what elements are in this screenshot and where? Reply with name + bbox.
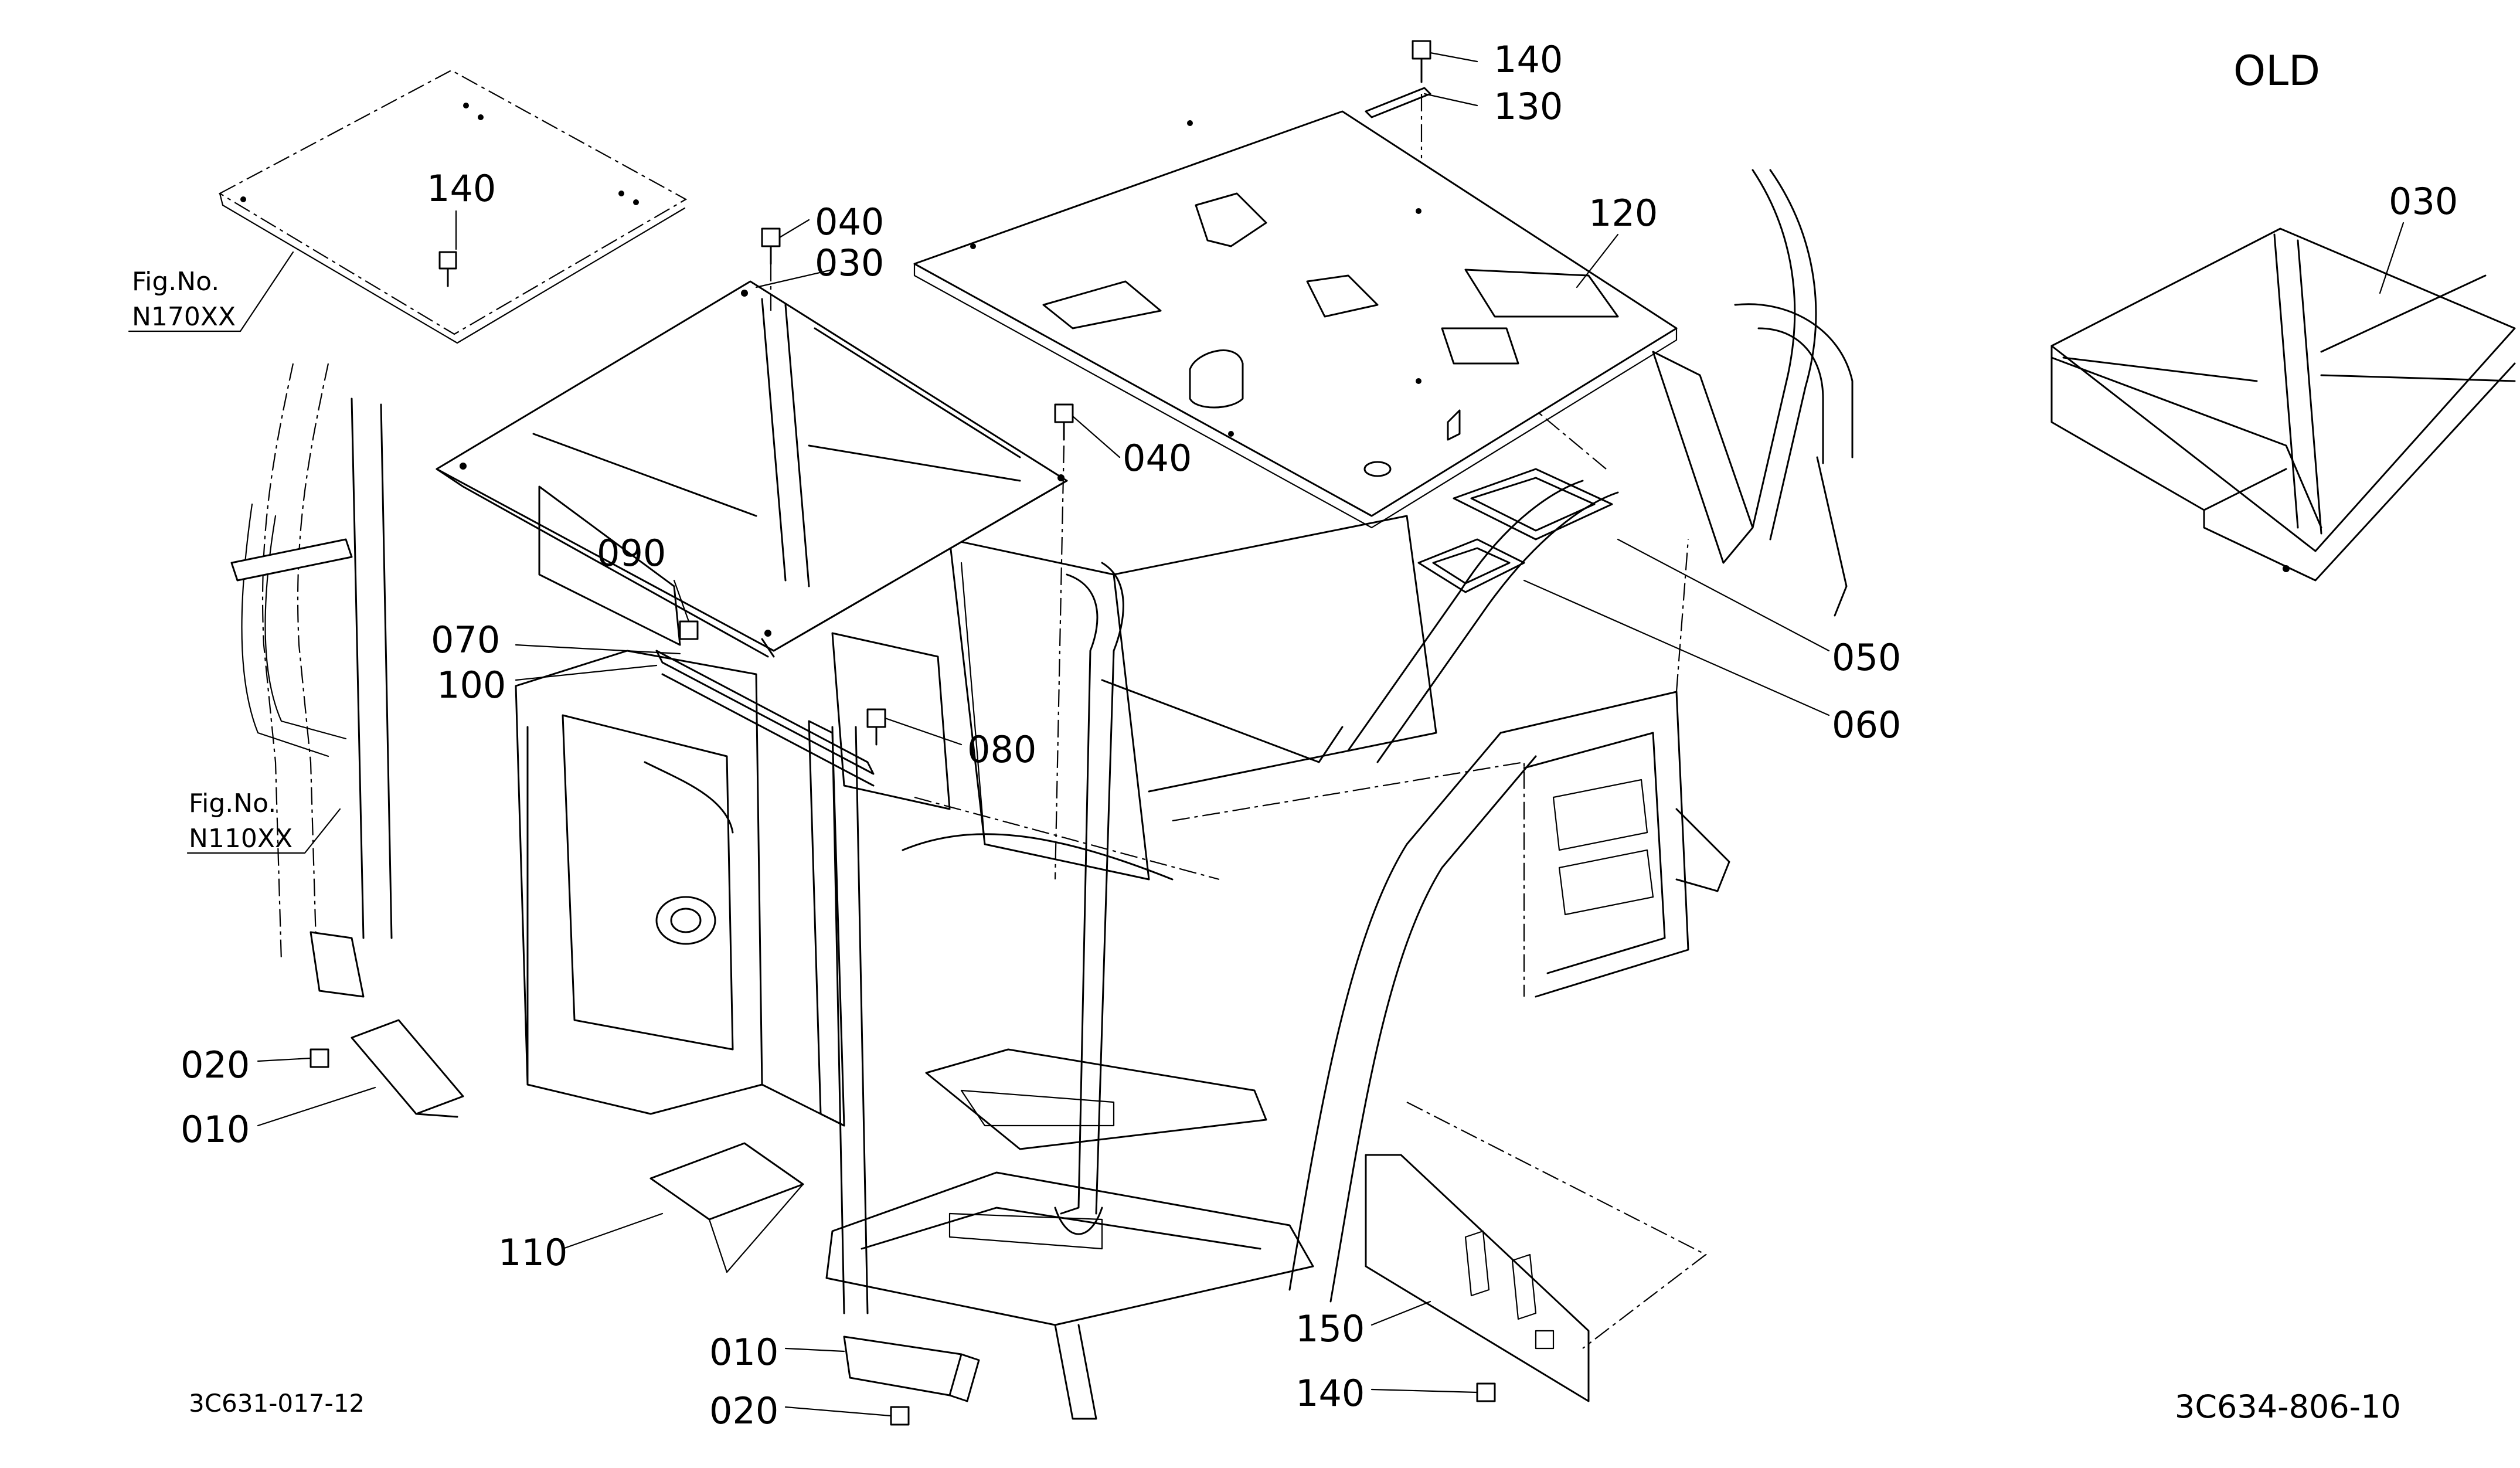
grommet-050 <box>1453 468 1613 541</box>
fig-ref-label-2: Fig.No. <box>189 789 276 818</box>
bolt-020-left <box>310 1048 329 1068</box>
cover-030 <box>436 280 1068 658</box>
leader-lines <box>128 52 2405 1417</box>
callout-150: 150 <box>1295 1307 1365 1350</box>
drawing-code-right: 3C634-806-10 <box>2175 1388 2401 1425</box>
rops-frame-right <box>1288 169 1854 1303</box>
callout-030: 030 <box>815 242 884 284</box>
callout-040-b: 040 <box>1123 437 1192 480</box>
callout-070: 070 <box>431 619 500 661</box>
bolt-140-top <box>1412 40 1431 83</box>
callout-050: 050 <box>1832 636 1901 679</box>
fig-ref-code-2: N110XX <box>189 824 293 854</box>
plate-110 <box>649 1142 804 1273</box>
seat-plate-n170 <box>218 69 688 344</box>
callout-060: 060 <box>1832 704 1901 746</box>
bolt-020-bottom <box>890 1406 910 1426</box>
old-heading: OLD <box>2233 47 2320 95</box>
drawing-code-left: 3C631-017-12 <box>189 1389 365 1418</box>
callout-040-a: 040 <box>815 201 884 243</box>
callout-140-bottom: 140 <box>1295 1372 1365 1415</box>
fig-ref-label-1: Fig.No. <box>132 267 219 297</box>
callout-020-bottom: 020 <box>709 1389 778 1432</box>
callout-140-plate: 140 <box>427 167 496 210</box>
bracket-010-left <box>351 1019 464 1118</box>
callout-010-bottom: 010 <box>709 1331 778 1374</box>
callout-080: 080 <box>967 728 1036 771</box>
panel-150 <box>1365 1102 1708 1402</box>
callout-090: 090 <box>597 532 666 575</box>
floor-plate-120 <box>913 110 1678 529</box>
callout-140-top: 140 <box>1494 38 1563 81</box>
callout-110: 110 <box>498 1231 567 1274</box>
bracket-010-bottom <box>843 1336 980 1402</box>
cab-frame <box>515 515 1525 1420</box>
bolt-140-plate <box>438 251 457 287</box>
callout-030-old: 030 <box>2389 180 2458 223</box>
fig-ref-code-1: N170XX <box>132 302 236 332</box>
rail-100 <box>655 650 875 787</box>
bolt-040-b <box>1054 403 1074 880</box>
callout-130: 130 <box>1494 85 1563 128</box>
callout-010-left: 010 <box>181 1108 250 1151</box>
callout-020-left: 020 <box>181 1044 250 1086</box>
bolt-040-a <box>761 227 781 311</box>
grommet-060 <box>1417 538 1525 593</box>
bolt-140-bottom <box>1476 1382 1496 1402</box>
cover-030-old <box>2050 227 2516 582</box>
rops-frame-left <box>230 363 393 998</box>
bolt-080 <box>866 708 886 746</box>
callout-120: 120 <box>1589 192 1658 235</box>
washer-130 <box>1365 87 1431 158</box>
callout-100: 100 <box>437 664 506 706</box>
bolt-090 <box>679 620 699 640</box>
